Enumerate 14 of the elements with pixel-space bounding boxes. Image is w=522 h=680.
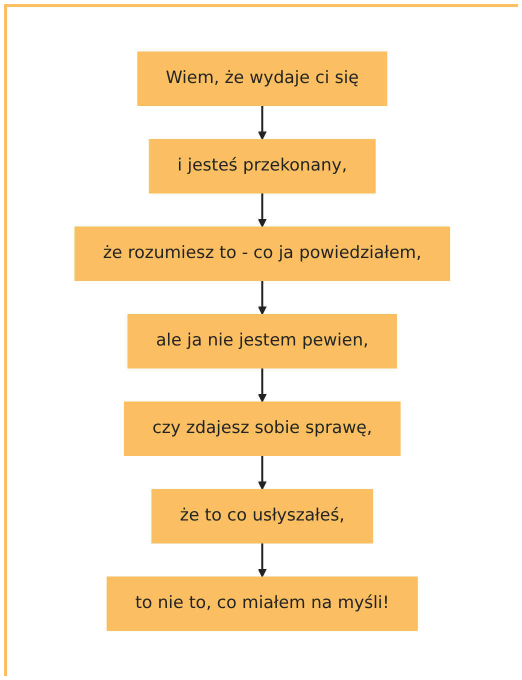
arrow — [258, 456, 267, 490]
node-box — [137, 52, 388, 106]
node-box — [152, 489, 374, 544]
arrow — [258, 280, 267, 316]
arrow — [258, 106, 267, 140]
arrow — [258, 543, 267, 578]
arrow — [258, 193, 267, 228]
node-box — [124, 402, 401, 456]
arrow — [258, 368, 267, 403]
node-box — [149, 139, 376, 194]
node-box — [128, 314, 398, 369]
frame-border: Wiem, że wydaje ci się i jesteś przekonany, że rozumiesz to - co ja powiedziałem, ale ja nie jestem pewien, czy zdajesz sobie sprawę, że to co usłyszałeś, to nie to, co miałem na myśli! — [4, 4, 518, 676]
node-box — [106, 576, 418, 632]
node-box — [74, 226, 450, 282]
